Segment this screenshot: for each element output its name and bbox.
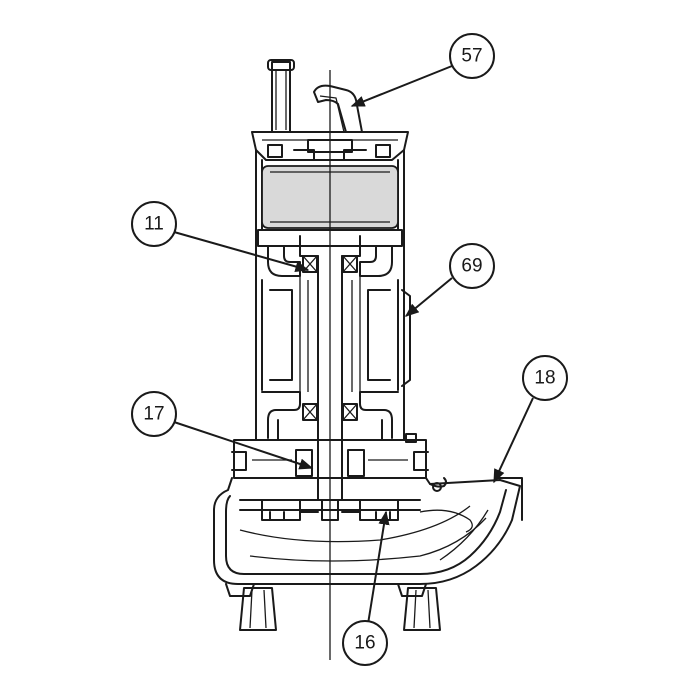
stator — [261, 276, 411, 392]
callout-11: 11 — [131, 201, 310, 272]
callout-11-label: 11 — [144, 214, 164, 235]
callout-69: 69 — [404, 243, 495, 317]
callout-17: 17 — [131, 391, 314, 470]
lower-bearing-housing — [257, 391, 417, 443]
callout-57: 57 — [350, 33, 495, 107]
callouts: 57 11 69 18 17 16 — [131, 33, 568, 666]
pump-drawing — [213, 59, 523, 660]
callout-16: 16 — [342, 510, 390, 666]
callout-18: 18 — [493, 355, 568, 484]
cable-inlet — [267, 59, 295, 133]
callout-16-label: 16 — [354, 633, 375, 654]
callout-17-label: 17 — [143, 404, 164, 425]
callout-57-label: 57 — [461, 46, 482, 67]
lifting-handle — [313, 84, 363, 133]
pump-feet — [225, 583, 441, 631]
callout-18-label: 18 — [534, 368, 555, 389]
pump-volute — [213, 477, 523, 585]
callout-69-label: 69 — [461, 256, 482, 277]
